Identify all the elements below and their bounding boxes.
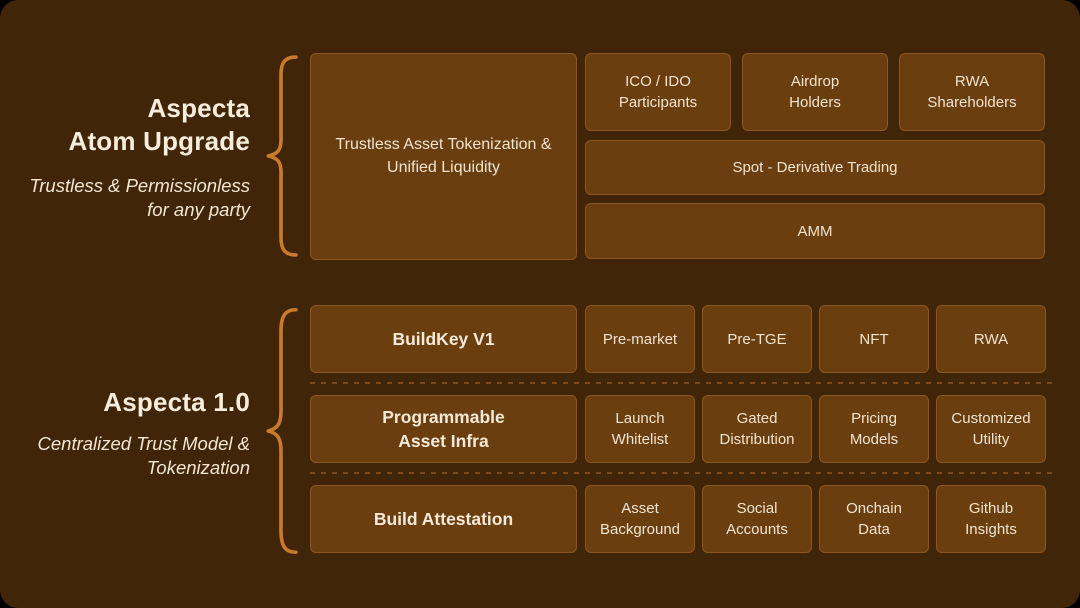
box-pricing-models: Pricing Models [819, 395, 929, 463]
atom-upgrade-header: Aspecta Atom Upgrade Trustless & Permiss… [18, 92, 250, 222]
audience-box-row: ICO / IDO Participants Airdrop Holders R… [585, 53, 1045, 131]
box-launch-whitelist: Launch Whitelist [585, 395, 695, 463]
box-gated-distribution: Gated Distribution [702, 395, 812, 463]
box-ico-ido-participants: ICO / IDO Participants [585, 53, 731, 131]
box-spot-derivative-trading: Spot - Derivative Trading [585, 140, 1045, 195]
box-buildkey-v1: BuildKey V1 [310, 305, 577, 373]
build-attestation-item-row: Asset Background Social Accounts Onchain… [585, 485, 1046, 553]
atom-upgrade-title: Aspecta Atom Upgrade [68, 93, 250, 156]
aspecta-1-0-header: Aspecta 1.0 Centralized Trust Model & To… [18, 386, 251, 481]
box-build-attestation: Build Attestation [310, 485, 577, 553]
box-social-accounts: Social Accounts [702, 485, 812, 553]
box-nft: NFT [819, 305, 929, 373]
box-rwa-shareholders: RWA Shareholders [899, 53, 1045, 131]
atom-upgrade-subtitle: Trustless & Permissionless for any party [29, 174, 250, 220]
box-pre-market: Pre-market [585, 305, 695, 373]
box-pre-tge: Pre-TGE [702, 305, 812, 373]
curly-brace-bottom-icon [264, 306, 298, 556]
box-airdrop-holders: Airdrop Holders [742, 53, 888, 131]
dashed-divider-1 [310, 382, 1055, 384]
buildkey-v1-item-row: Pre-market Pre-TGE NFT RWA [585, 305, 1046, 373]
curly-brace-top-icon [264, 54, 298, 258]
programmable-asset-infra-item-row: Launch Whitelist Gated Distribution Pric… [585, 395, 1046, 463]
box-programmable-asset-infra: Programmable Asset Infra [310, 395, 577, 463]
dashed-divider-2 [310, 472, 1055, 474]
box-rwa: RWA [936, 305, 1046, 373]
box-customized-utility: Customized Utility [936, 395, 1046, 463]
aspecta-1-0-title: Aspecta 1.0 [103, 387, 250, 417]
box-trustless-asset-tokenization: Trustless Asset Tokenization & Unified L… [310, 53, 577, 260]
box-github-insights: Github Insights [936, 485, 1046, 553]
box-onchain-data: Onchain Data [819, 485, 929, 553]
box-amm: AMM [585, 203, 1045, 259]
box-asset-background: Asset Background [585, 485, 695, 553]
aspecta-1-0-subtitle: Centralized Trust Model & Tokenization [37, 432, 251, 479]
